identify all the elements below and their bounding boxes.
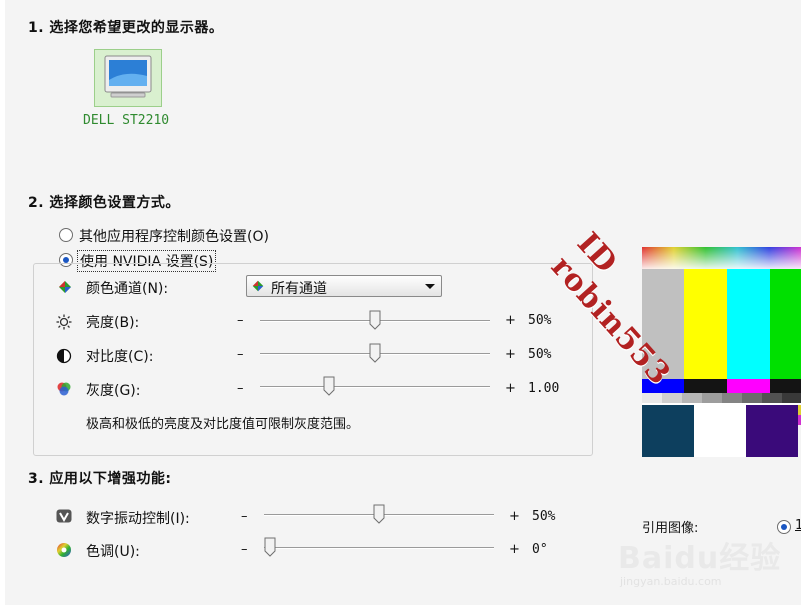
hue-icon xyxy=(57,543,71,557)
contrast-minus: – xyxy=(237,347,244,362)
brightness-label: 亮度(B): xyxy=(86,315,140,331)
contrast-icon xyxy=(56,348,72,364)
hue-value: 0° xyxy=(532,542,548,557)
hue-slider-thumb[interactable] xyxy=(264,537,276,557)
gamma-slider-track[interactable] xyxy=(260,386,490,388)
contrast-slider-thumb[interactable] xyxy=(369,343,381,363)
radio-reference-1[interactable] xyxy=(777,520,791,534)
gamma-minus: – xyxy=(237,381,244,396)
gamma-label: 灰度(G): xyxy=(86,383,141,399)
monitor-label: DELL ST2210 xyxy=(83,113,170,128)
vibrance-value: 50% xyxy=(532,509,556,524)
option-other-apps-label[interactable]: 其他应用程序控制颜色设置(O) xyxy=(79,229,269,245)
monitor-icon xyxy=(104,55,152,98)
brightness-minus: – xyxy=(237,313,244,328)
radio-other-apps[interactable] xyxy=(59,228,73,242)
section-1-title: 1. 选择您希望更改的显示器。 xyxy=(28,20,224,36)
gamma-value: 1.00 xyxy=(528,381,560,396)
baidu-watermark: Baidu经验 xyxy=(618,541,782,576)
gamma-plus: + xyxy=(505,381,516,396)
chevron-down-icon xyxy=(425,284,435,289)
brightness-plus: + xyxy=(505,313,516,328)
vibrance-slider-thumb[interactable] xyxy=(373,504,385,524)
gamma-icon xyxy=(57,382,71,396)
color-channel-label: 颜色通道(N): xyxy=(86,281,169,297)
gamma-slider-thumb[interactable] xyxy=(323,376,335,396)
contrast-plus: + xyxy=(505,347,516,362)
monitor-tile[interactable] xyxy=(94,49,162,107)
reference-test-image xyxy=(642,247,801,457)
vibrance-minus: – xyxy=(241,509,248,524)
hue-minus: – xyxy=(241,542,248,557)
reference-1-label[interactable]: 1 xyxy=(795,518,801,533)
brightness-value: 50% xyxy=(528,313,552,328)
hue-slider-track[interactable] xyxy=(264,547,494,549)
contrast-value: 50% xyxy=(528,347,552,362)
color-channel-icon xyxy=(59,281,71,293)
vibrance-plus: + xyxy=(509,509,520,524)
section-3-title: 3. 应用以下增强功能: xyxy=(28,471,172,487)
color-settings-group xyxy=(33,263,593,456)
brightness-icon xyxy=(56,314,72,330)
digital-vibrance-icon xyxy=(56,509,72,523)
range-note: 极高和极低的亮度及对比度值可限制灰度范围。 xyxy=(86,417,360,432)
section-2-title: 2. 选择颜色设置方式。 xyxy=(28,195,180,211)
all-channels-icon xyxy=(252,280,264,292)
vibrance-label: 数字振动控制(I): xyxy=(86,511,190,527)
color-channel-value: 所有通道 xyxy=(271,281,327,297)
baidu-watermark-url: jingyan.baidu.com xyxy=(620,575,722,588)
option-nvidia-settings-label[interactable]: 使用 NVIDIA 设置(S) xyxy=(77,250,217,272)
hue-plus: + xyxy=(509,542,520,557)
color-channel-select[interactable]: 所有通道 xyxy=(246,275,442,297)
brightness-slider-thumb[interactable] xyxy=(369,310,381,330)
contrast-label: 对比度(C): xyxy=(86,349,154,365)
hue-label: 色调(U): xyxy=(86,544,140,560)
reference-image-label: 引用图像: xyxy=(642,521,699,536)
